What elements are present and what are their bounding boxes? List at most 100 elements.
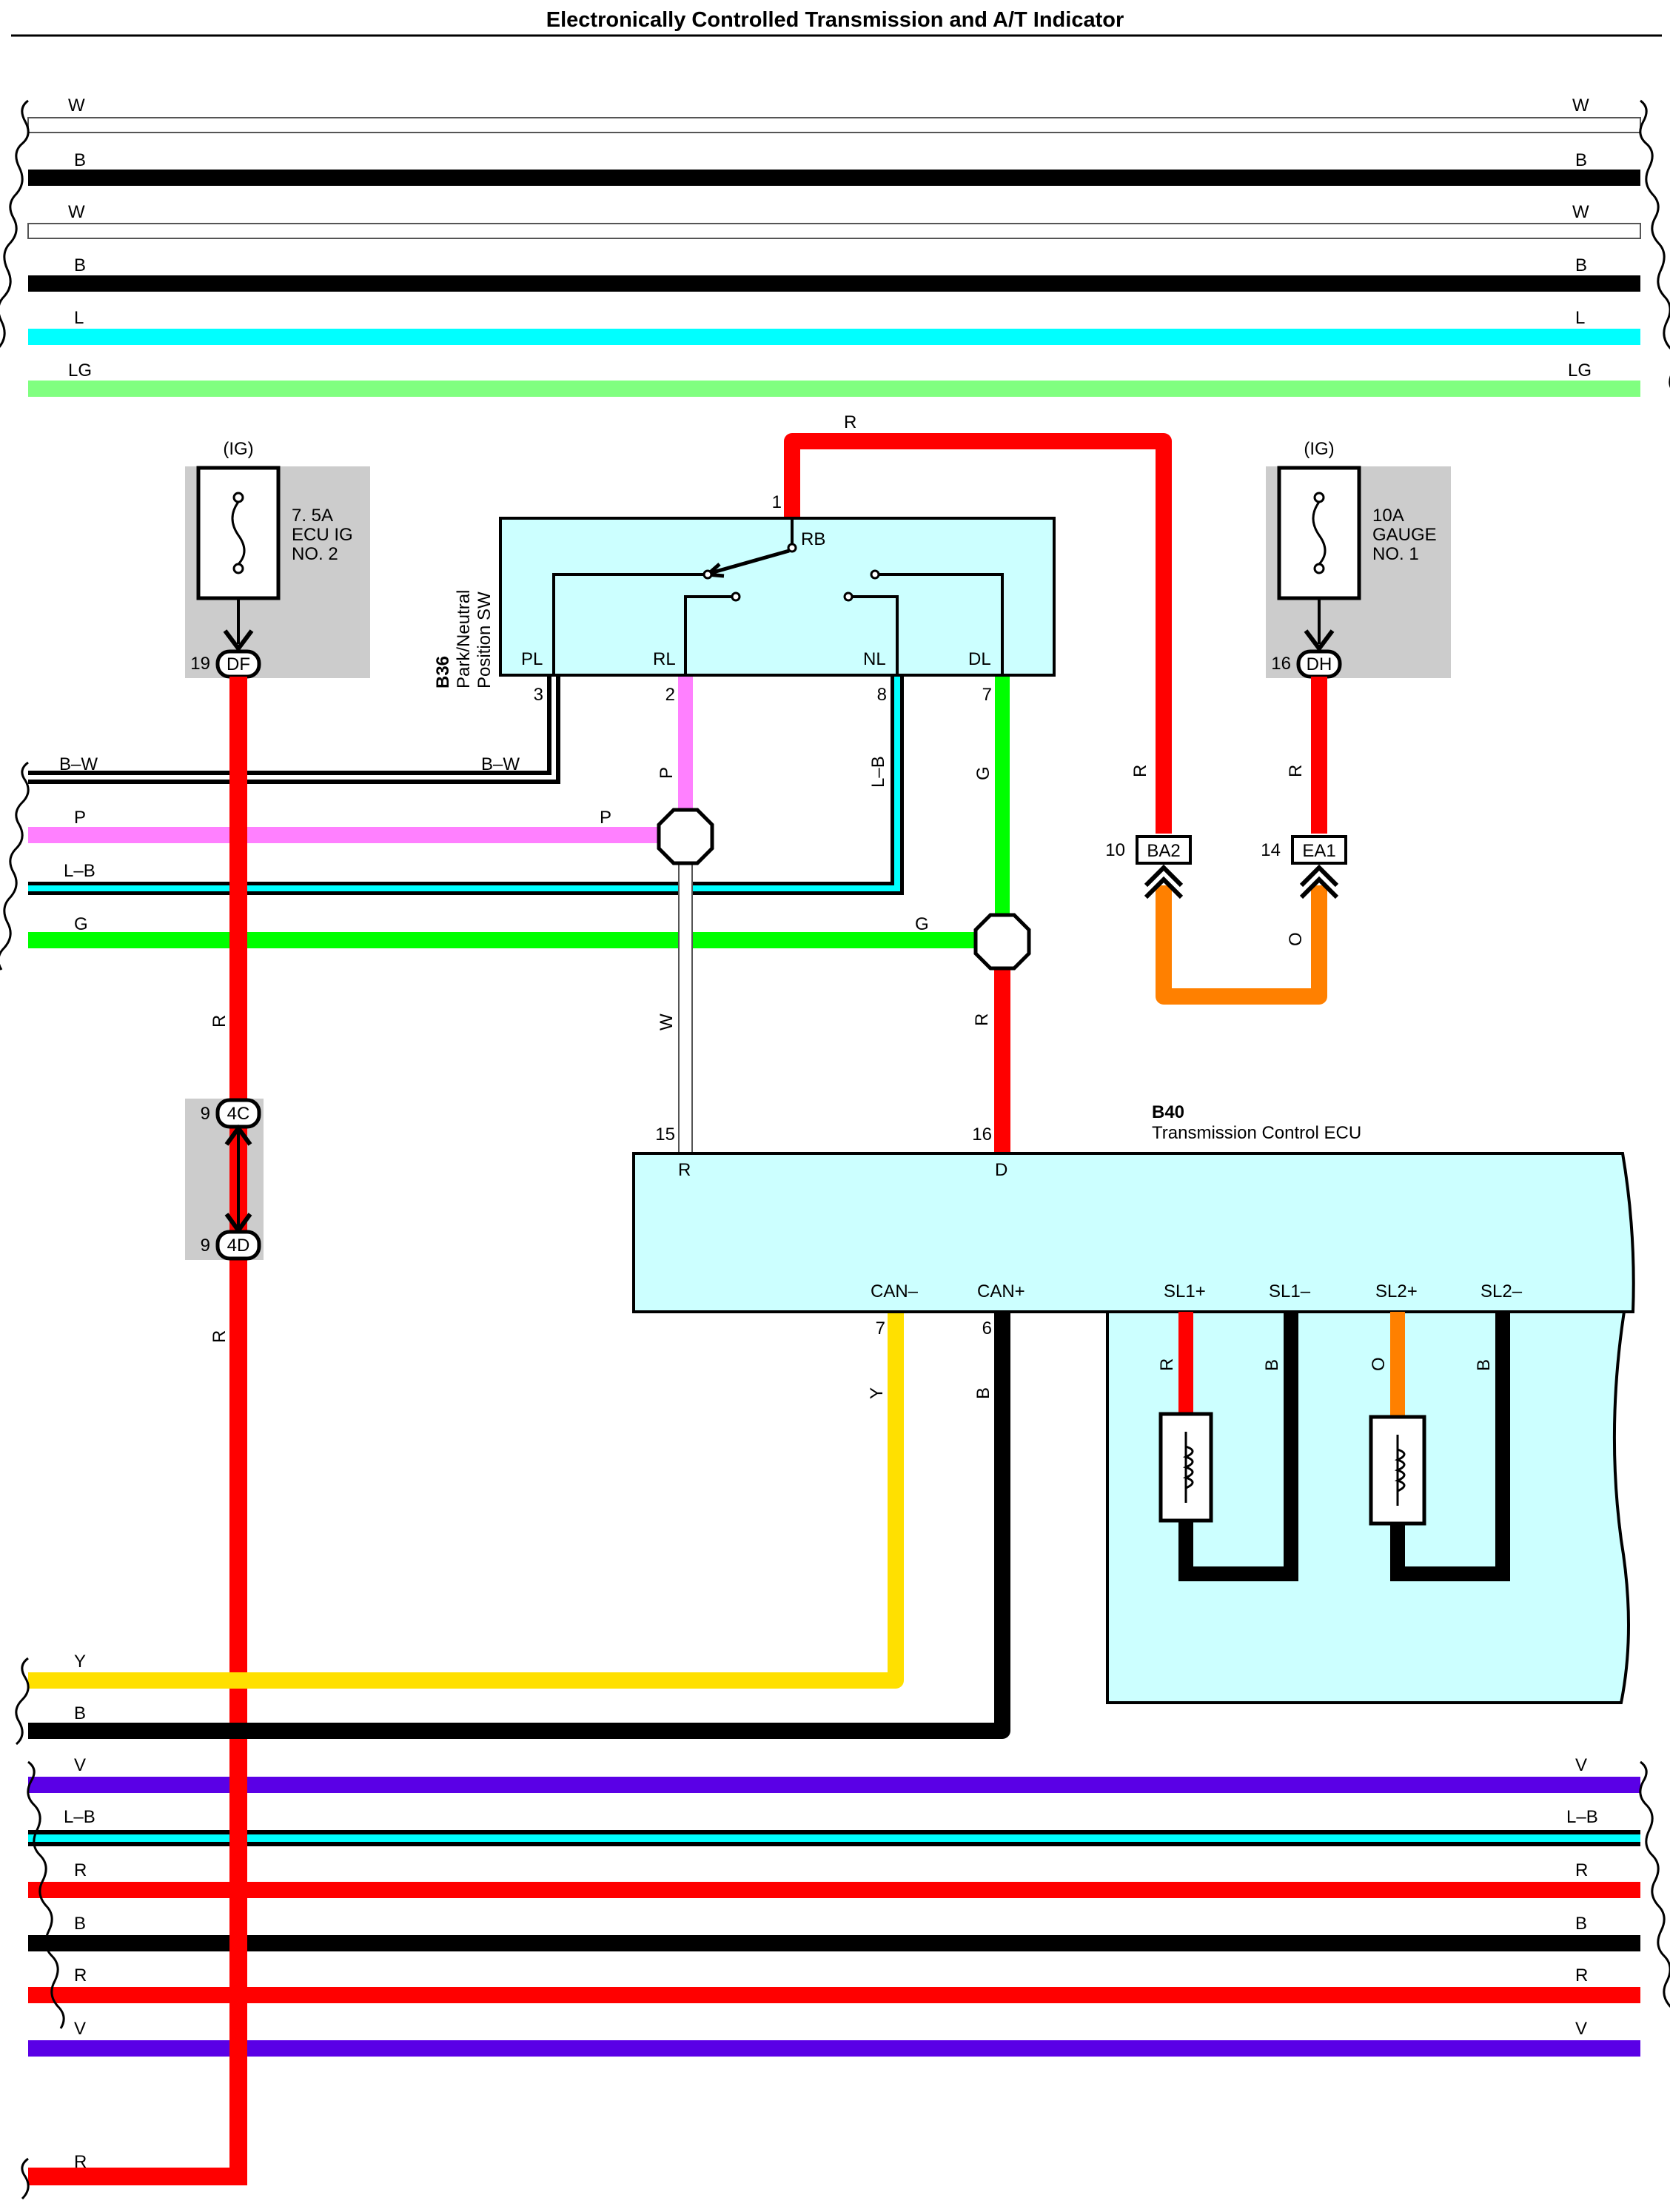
connector-4d [215,1230,261,1261]
bus-b-3-label-left: B [74,1914,86,1934]
wire-r-main-label-1: R [209,1015,229,1028]
bus-lg-label-right: LG [1568,361,1592,381]
bus-r-1-label-right: R [1575,1860,1588,1880]
ecu-pin-15: 15 [655,1125,675,1144]
wire-sl2-plus-label: O [1369,1357,1389,1371]
bus-b-1-label-left: B [74,150,86,170]
wire-b-can-plus [28,1312,1010,1739]
bus-w-2: W W [27,202,1641,239]
switch-terminal-dl: DL [968,649,991,669]
ecu-terminal-sl1-minus: SL1– [1269,1281,1311,1301]
fuse2-pin: 16 [1271,654,1291,674]
wire-lb-vertical-label: L–B [868,756,888,788]
wire-g-right-label: G [915,914,929,934]
ba2-double-arrow-icon [1144,864,1184,899]
fuse2-rating: 10A [1372,506,1404,526]
wire-r-switch-to-ba2 [784,433,1172,834]
fuse2-ig-label: (IG) [1304,439,1334,459]
wire-y-can-minus [28,1312,904,1689]
ecu-terminal-sl2-minus: SL2– [1480,1281,1523,1301]
wire-w-label: W [657,1013,677,1030]
switch-pin-3: 3 [534,685,543,705]
bus-b-1: B B [28,150,1640,186]
connector-ea1-group: 14 EA1 [1261,835,1347,899]
park-neutral-position-switch: B36 Park/Neutral Position SW RB PL RL NL… [433,492,1056,705]
ecu-id: B40 [1152,1102,1184,1122]
connector-ba2-group: 10 BA2 [1105,835,1192,899]
fuse1-pin: 19 [190,654,210,674]
splice-junction-p [657,808,714,865]
switch-name-1: Park/Neutral [454,590,474,688]
wire-sl2-minus-label: B [1474,1359,1494,1371]
diagram-title: Electronically Controlled Transmission a… [546,8,1124,32]
switch-terminal-nl: NL [863,649,886,669]
wire-w-to-ecu [678,858,693,1154]
switch-id: B36 [433,656,453,688]
solenoid-sl1-coil-icon [1182,1445,1194,1489]
ecu-pin-6: 6 [982,1318,992,1338]
wire-bw-stripe [28,675,556,780]
ea1-double-arrow-icon [1299,864,1339,899]
wire-y-vertical-label: Y [867,1387,887,1399]
bus-r-2-label-left: R [74,1965,87,1985]
fuse1-name: ECU IG [292,525,353,545]
wire-b-left-label: B [74,1703,86,1723]
connector-4c-pin: 9 [201,1104,210,1124]
ecu-terminal-sl2-plus: SL2+ [1375,1281,1418,1301]
junction-arrow-up-icon [224,1124,252,1146]
wire-sl2-minus [1390,1312,1510,1581]
wire-p-left-label: P [74,808,86,828]
fuse2-arrow-icon [1304,629,1335,652]
bus-b-2: B B [28,255,1640,292]
connector-ba2-label: BA2 [1147,841,1180,861]
connector-ba2 [1136,835,1192,865]
bus-w-2-label-left: W [68,202,85,222]
bus-r-1: R R [28,1860,1640,1898]
wire-r-dl-label: R [972,1013,992,1026]
bus-lg: LG LG [28,361,1640,397]
wire-bw-left-label: B–W [59,754,98,774]
break-mark-bottom-right [1639,1760,1670,2008]
switch-terminal-rb: RB [801,529,825,549]
ecu-terminal-r: R [678,1160,691,1180]
fuse1-number: NO. 2 [292,544,338,564]
connector-4d-label: 4D [227,1236,250,1256]
bus-v-1-label-left: V [74,1755,86,1775]
bus-v-2-label-left: V [74,2019,86,2039]
bus-l-label-left: L [74,308,84,328]
wire-lb-stripe [28,675,900,891]
fuse2-element-icon [1312,501,1327,566]
bus-w-1-label-left: W [68,95,85,115]
switch-name-2: Position SW [474,591,494,688]
bus-w-1-label-right: W [1572,95,1589,115]
wire-y-left-label: Y [74,1652,86,1672]
wire-p-vertical-label: P [657,767,677,779]
break-mark-can-left [15,1657,30,1746]
bus-v-2: V V [28,2019,1640,2057]
fuse1-element-icon [231,501,246,566]
ecu-terminal-d: D [995,1160,1007,1180]
ecu-name: Transmission Control ECU [1152,1123,1361,1143]
bus-b-2-label-left: B [74,255,86,275]
transmission-control-ecu: B40 Transmission Control ECU R D 15 16 C… [632,1102,1635,1704]
bus-b-1-label-right: B [1575,150,1587,170]
switch-contact-arm [710,549,790,575]
wire-r-top-label: R [844,412,856,432]
switch-terminal-rl: RL [653,649,676,669]
wire-sl1-plus-label: R [1157,1358,1177,1371]
bus-b-3-label-right: B [1575,1914,1587,1934]
fuse1-rating: 7. 5A [292,506,333,526]
break-mark-mid-left [0,761,30,971]
break-mark-r-bottom-left [21,2157,30,2200]
switch-pin-1: 1 [772,492,782,512]
switch-pin-8: 8 [877,685,887,705]
fuse2-name: GAUGE [1372,525,1437,545]
bus-r-2: R R [28,1965,1640,2003]
connector-4c-label: 4C [227,1104,250,1124]
wire-o-label: O [1286,932,1306,946]
wire-sl1-minus-label: B [1262,1359,1282,1371]
wire-p-right-label: P [600,808,611,828]
bus-lb-label-right: L–B [1566,1807,1598,1827]
bus-l: L L [28,308,1640,345]
bus-r-1-label-left: R [74,1860,87,1880]
